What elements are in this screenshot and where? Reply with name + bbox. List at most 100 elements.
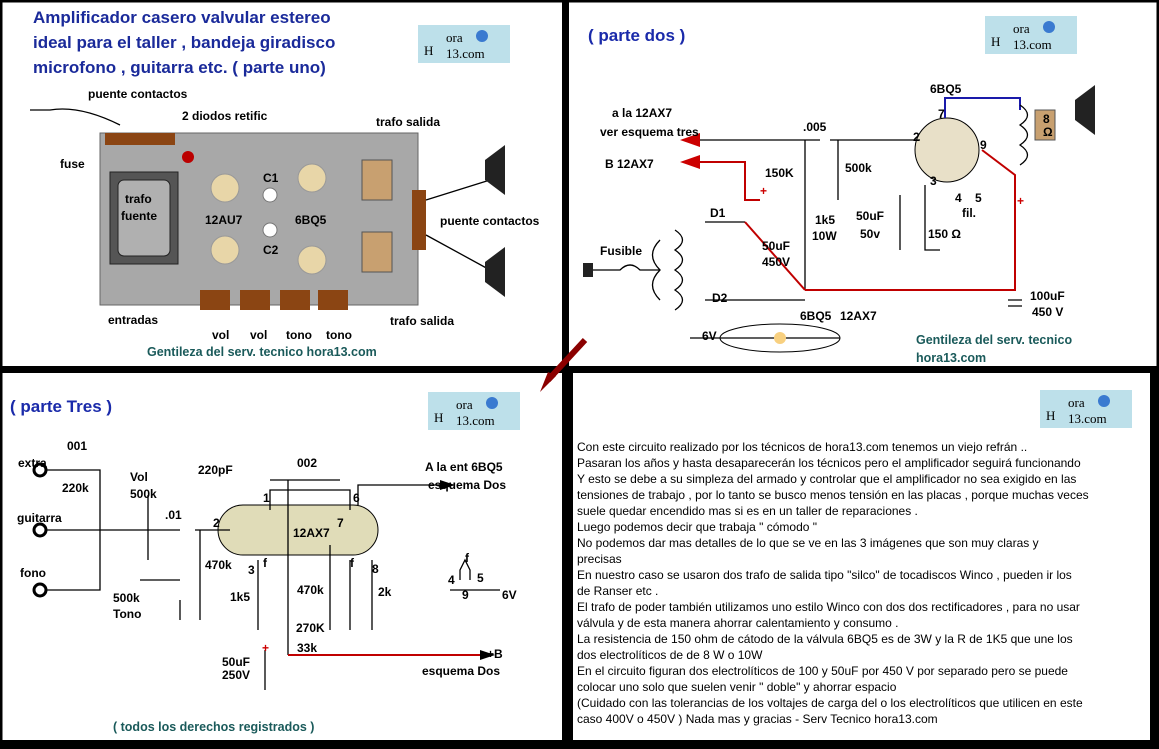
pin-8: 8 <box>372 562 379 576</box>
credit: Gentileza del serv. tecnico hora13.com <box>147 345 377 359</box>
paragraph-line: precisas <box>577 552 622 566</box>
pin-6: 6 <box>353 491 360 505</box>
label-tono-2: tono <box>326 328 352 342</box>
pin-5: 5 <box>975 191 982 205</box>
svg-text:13.com: 13.com <box>446 46 485 61</box>
label-vol: Vol <box>130 470 148 484</box>
label-esquema-dos-1: esquema Dos <box>428 478 506 492</box>
label-450v: 450V <box>762 255 790 269</box>
title-line-2: ideal para el taller , bandeja giradisco <box>33 33 335 52</box>
label-puente-contactos-top: puente contactos <box>88 87 188 101</box>
horizontal-divider <box>0 366 1159 373</box>
label-150-ohm: 150 Ω <box>928 227 961 241</box>
label-001: 001 <box>67 439 87 453</box>
paragraph-line: Luego podemos decir que trabaja " cómodo… <box>577 520 817 534</box>
credit-line-1: Gentileza del serv. tecnico <box>916 333 1072 347</box>
label-220pf: 220pF <box>198 463 233 477</box>
label-c2: C2 <box>263 243 279 257</box>
paragraph-line: No podemos dar mas detalles de lo que se… <box>577 536 1039 550</box>
label-100uf: 100uF <box>1030 289 1065 303</box>
svg-text:ora: ora <box>446 30 463 45</box>
label-1k5: 1k5 <box>230 590 250 604</box>
paragraph-line: Con este circuito realizado por los técn… <box>577 440 1027 454</box>
label-2k: 2k <box>378 585 392 599</box>
label-6bq5: 6BQ5 <box>930 82 962 96</box>
panel-parte-uno: Amplificador casero valvular estereo ide… <box>30 8 540 359</box>
paragraph-line: tensiones de trabajo , por lo tanto se b… <box>577 488 1089 502</box>
paragraph-line: Pasaran los años y hasta desaparecerán l… <box>577 456 1081 470</box>
title-line-1: Amplificador casero valvular estereo <box>33 8 331 27</box>
label-d2: D2 <box>712 291 728 305</box>
label-12ax7: 12AX7 <box>293 526 330 540</box>
label-fono: fono <box>20 566 46 580</box>
hora13-logo: H ora 13.com <box>1040 390 1132 428</box>
label-150k: 150K <box>765 166 794 180</box>
label-esquema-dos-2: esquema Dos <box>422 664 500 678</box>
pin-1: 1 <box>263 491 270 505</box>
hora13-logo: H ora 13.com <box>428 392 520 430</box>
label-fuse: fuse <box>60 157 85 171</box>
credit-line-2: hora13.com <box>916 351 986 365</box>
pin-3: 3 <box>930 174 937 188</box>
svg-text:H: H <box>434 410 443 425</box>
label-01: .01 <box>165 508 182 522</box>
label-a-la-12ax7: a la 12AX7 <box>612 106 672 120</box>
svg-text:13.com: 13.com <box>1013 37 1052 52</box>
label-b-12ax7: B 12AX7 <box>605 157 654 171</box>
label-tono-1: tono <box>286 328 312 342</box>
label-plus-b: +B <box>487 647 503 661</box>
panel-parte-tres: ( parte Tres ) H ora 13.com 001 extra 22… <box>10 392 520 734</box>
label-c1: C1 <box>263 171 279 185</box>
label-50uf: 50uF <box>222 655 250 669</box>
trafo-fuente-label-1: trafo <box>125 192 152 206</box>
label-220k: 220k <box>62 481 89 495</box>
pin-7: 7 <box>337 516 344 530</box>
label-a-la-ent-6bq5: A la ent 6BQ5 <box>425 460 503 474</box>
label-50v: 50v <box>860 227 880 241</box>
trafo-fuente-label-2: fuente <box>121 209 157 223</box>
label-cap-005: .005 <box>803 120 827 134</box>
label-500k: 500k <box>845 161 872 175</box>
paragraph-line: La resistencia de 150 ohm de cátodo de l… <box>577 632 1073 646</box>
label-heater-f: f <box>465 551 470 565</box>
label-470k-1: 470k <box>205 558 232 572</box>
label-extra: extra <box>18 456 47 470</box>
hora13-logo: H ora 13.com <box>418 25 510 63</box>
paragraph-line: El trafo de poder también utilizamos uno… <box>577 600 1080 614</box>
hora13-logo: H ora 13.com <box>985 16 1077 54</box>
label-trafo-salida-bottom: trafo salida <box>390 314 454 328</box>
label-heater-6v: 6V <box>502 588 517 602</box>
paragraph-line: de Ranser etc . <box>577 584 658 598</box>
pin-2: 2 <box>213 516 220 530</box>
plus-sign: + <box>760 184 767 198</box>
footer-rights: ( todos los derechos registrados ) <box>113 720 314 734</box>
label-50uf-2: 50uF <box>762 239 790 253</box>
panel-title: ( parte dos ) <box>588 26 685 45</box>
panel-parte-dos: ( parte dos ) H ora 13.com 6BQ5 a la 12A… <box>583 16 1095 365</box>
paragraph-line: (Cuidado con las tolerancias de los volt… <box>577 696 1083 710</box>
svg-text:H: H <box>424 43 433 58</box>
label-tono-500k: 500k <box>113 591 140 605</box>
label-450-v: 450 V <box>1032 305 1063 319</box>
label-fusible: Fusible <box>600 244 642 258</box>
arrow-to-part-three <box>545 337 588 383</box>
label-470k-2: 470k <box>297 583 324 597</box>
label-10w: 10W <box>812 229 837 243</box>
paragraph-line: En nuestro caso se usaron dos trafo de s… <box>577 568 1072 582</box>
label-heater-5: 5 <box>477 571 484 585</box>
svg-text:H: H <box>991 34 1000 49</box>
svg-text:ora: ora <box>456 397 473 412</box>
label-vol-1: vol <box>212 328 229 342</box>
label-6bq5: 6BQ5 <box>295 213 327 227</box>
paragraph-line: En el circuito figuran dos electrolítico… <box>577 664 1068 678</box>
label-270k: 270K <box>296 621 325 635</box>
paragraph-line: dos electrolíticos de de 8 W o 10W <box>577 648 763 662</box>
label-tono: Tono <box>113 607 141 621</box>
paragraph-line: Y esto se debe a su simpleza del armado … <box>577 472 1076 486</box>
paragraph-line: caso 400V o 450V ) Nada mas y gracias - … <box>577 712 938 726</box>
label-diodos: 2 diodos retific <box>182 109 268 123</box>
paragraph-line: colocar uno solo que suelen venir " dobl… <box>577 680 897 694</box>
label-250v: 250V <box>222 668 250 682</box>
panel-title: ( parte Tres ) <box>10 397 112 416</box>
